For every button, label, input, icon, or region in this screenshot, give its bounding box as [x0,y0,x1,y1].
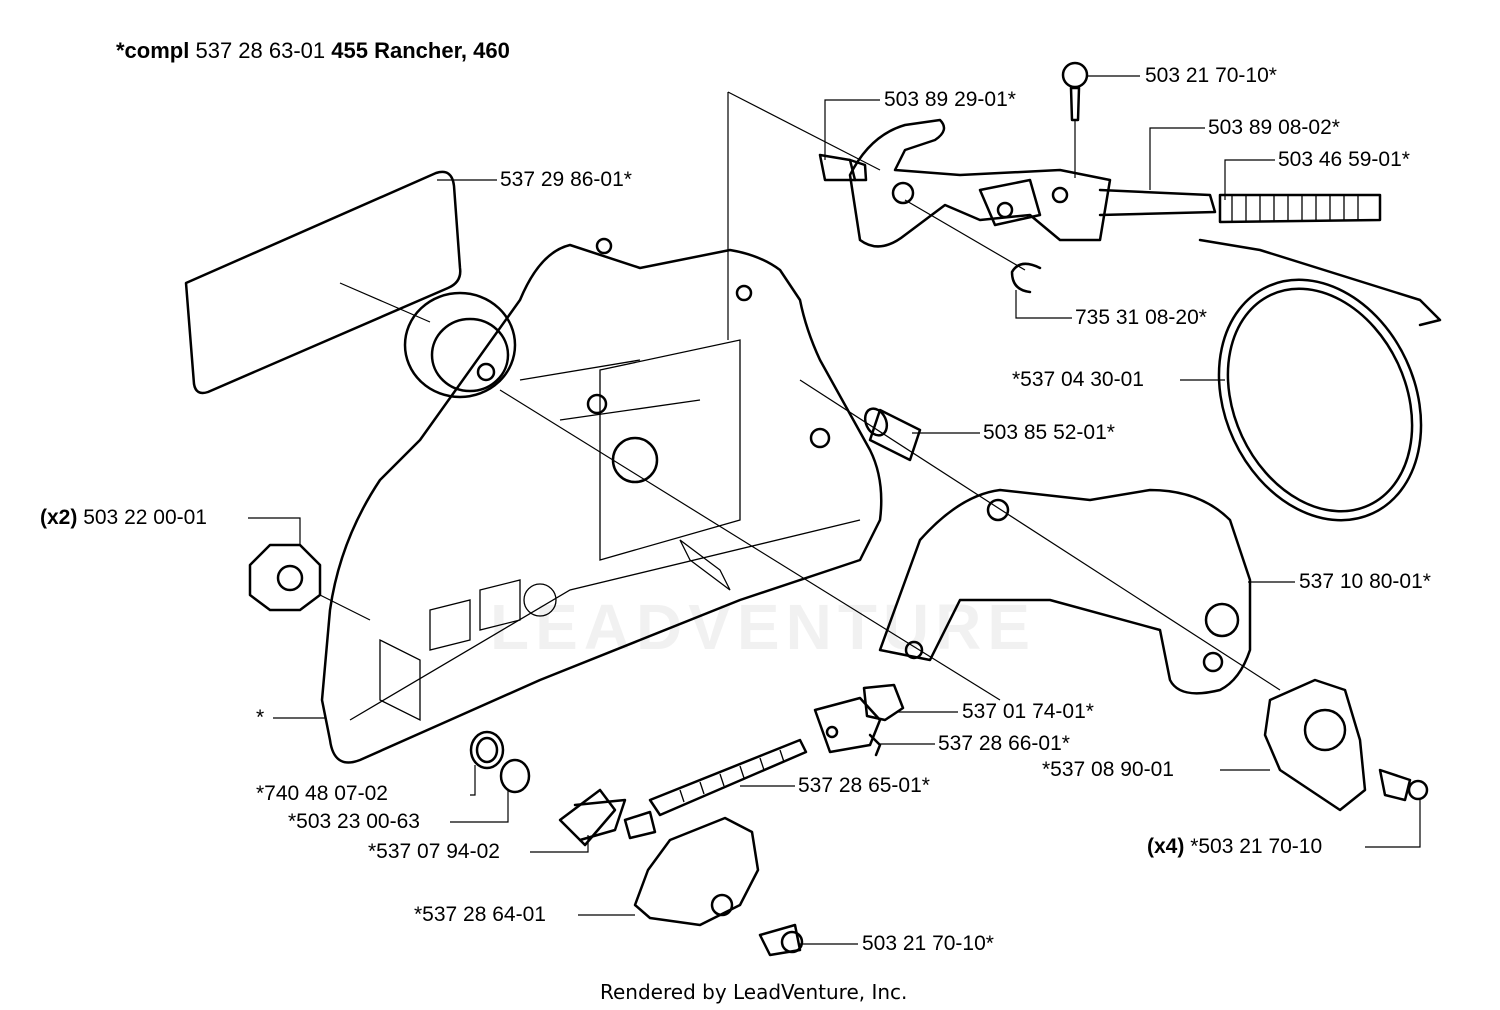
footer-credit: Rendered by LeadVenture, Inc. [600,980,908,1004]
part-label-p9: (x2) 503 22 00-01 [40,506,207,529]
clutch-cover-shape [320,243,883,764]
watermark: LEADVENTURE [490,591,1037,663]
part-label-p4: 503 46 59-01* [1278,148,1410,171]
part-label-p18: *537 07 94-02 [368,840,500,863]
part-label-p15: *740 48 07-02 [256,782,388,805]
sleeve-drawing [863,407,922,462]
part-label-p1: 503 21 70-10* [1145,64,1277,87]
part-label-p21: 503 21 70-10* [862,932,994,955]
part-label-p10: 537 10 80-01* [1299,570,1431,593]
part-label-p6: 735 31 08-20* [1075,306,1207,329]
title-number: 537 28 63-01 [195,38,326,63]
title-prefix: *compl [116,38,190,63]
part-label-p16: 537 28 65-01* [798,774,930,797]
part-label-p2: 503 89 29-01* [884,88,1016,111]
part-label-p3: 503 89 08-02* [1208,116,1340,139]
part-label-p20: *537 28 64-01 [414,903,546,926]
brake-lever-drawing [818,61,1382,294]
nut-drawing [248,543,371,621]
part-label-p13: 537 28 66-01* [938,732,1070,755]
part-label-p5: 537 29 86-01* [500,168,632,191]
assembly-title: *compl 537 28 63-01 455 Rancher, 460 [116,38,510,64]
decal-shape [184,170,462,395]
leader-lines [248,75,1421,945]
part-label-p19: (x4) *503 21 70-10 [1147,835,1323,858]
clutch-cover-drawing [184,91,1281,764]
part-label-p17: *503 23 00-63 [288,810,420,833]
title-models: 455 Rancher, 460 [331,38,510,63]
part-label-p11: * [256,706,265,729]
part-label-p14: *537 08 90-01 [1042,758,1174,781]
chain-adjuster-drawing [469,678,1429,957]
part-label-p8: 503 85 52-01* [983,421,1115,444]
brake-band-drawing [1198,238,1442,522]
part-label-p7: *537 04 30-01 [1012,368,1144,391]
brake-housing-drawing [878,488,1252,695]
part-label-p12: 537 01 74-01* [962,700,1094,723]
